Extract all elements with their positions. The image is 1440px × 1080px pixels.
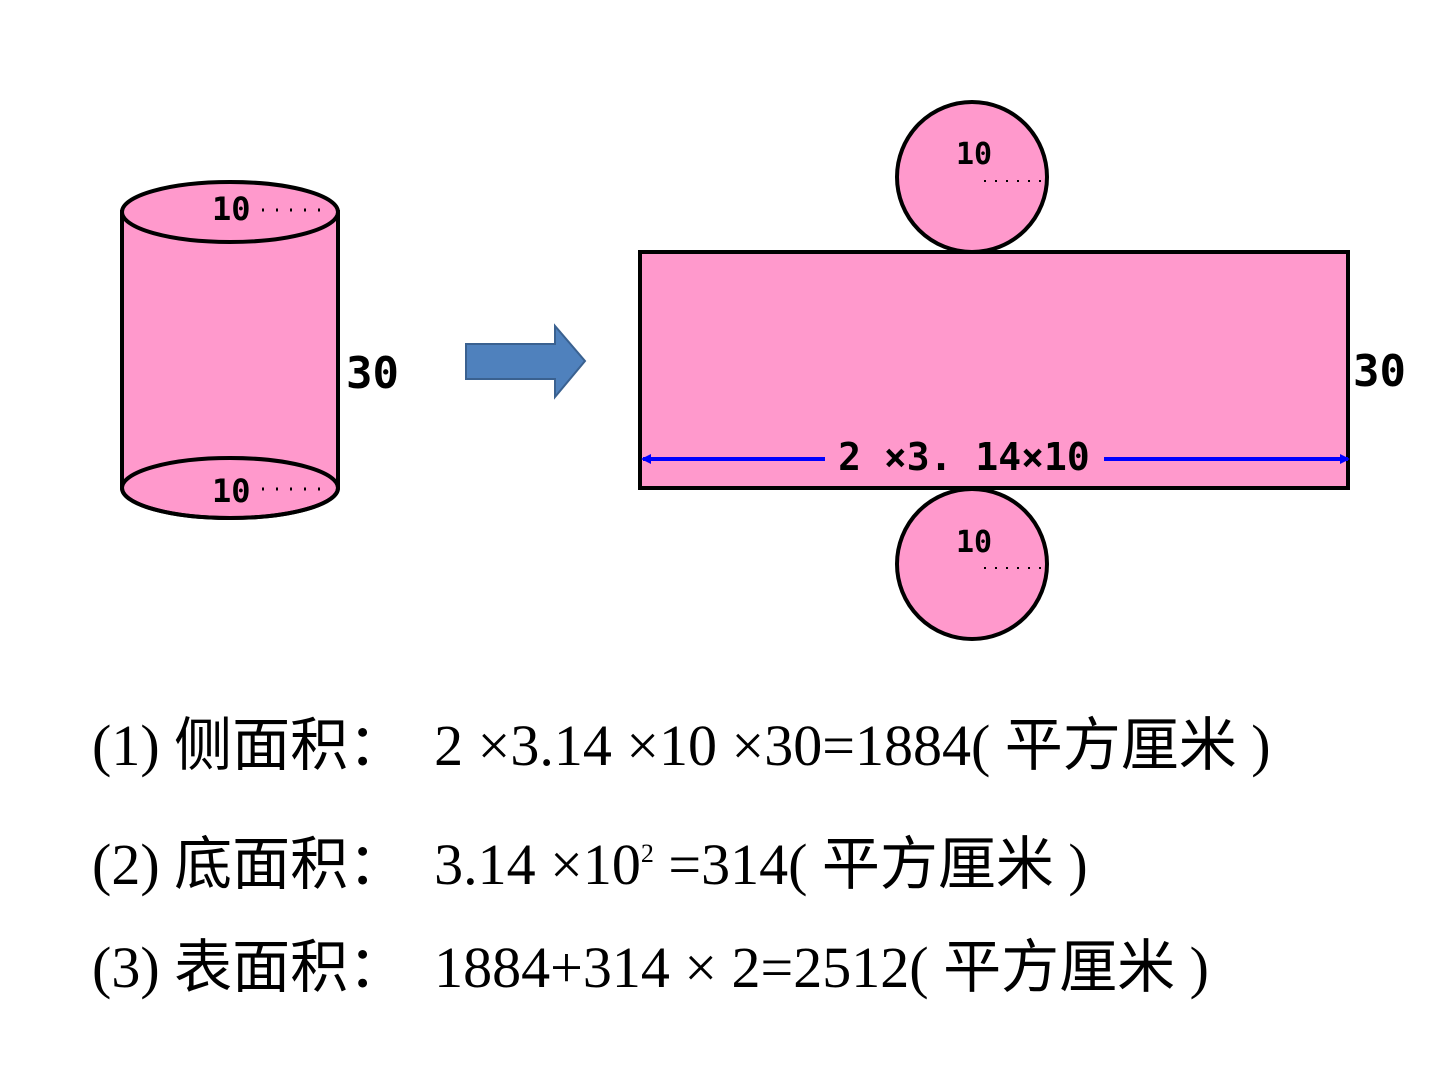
cylinder-height-label: 30 [346,348,399,399]
base-area-formula-exponent: 2 [640,839,654,868]
net-rect-width-label: 2 ×3. 14×10 [838,435,1090,479]
surface-area-formula: 1884+314 × 2=2512( 平方厘米 ) [434,935,1209,1000]
surface-area-label: (3) 表面积： [92,935,407,1000]
cylinder-bottom-back-arc [120,456,340,489]
net-bottom-circle [895,487,1049,641]
lateral-area-line: (1) 侧面积： 2 ×3.14 ×10 ×30=1884( 平方厘米 ) [92,714,1271,778]
cylinder-bottom-radius-label: 10 [212,472,251,510]
base-area-line: (2) 底面积： 3.14 ×102 =314( 平方厘米 ) [92,822,1088,897]
base-area-formula-post: =314( 平方厘米 ) [653,832,1088,897]
net-bottom-circle-radius-label: 10 [956,525,992,560]
net-lateral-rectangle [638,250,1350,490]
cylinder-net: 10 10 30 2 ×3. 14×10 [638,100,1406,641]
unfold-arrow-icon [465,323,587,400]
cylinder-bottom-front-arc [120,487,340,520]
net-top-circle [895,100,1049,254]
cylinder: 10 10 30 [120,180,399,520]
base-area-formula: 3.14 ×102 =314( 平方厘米 ) [434,822,1088,897]
net-rect-height-label: 30 [1353,346,1406,397]
base-area-label: (2) 底面积： [92,832,407,897]
lateral-area-label: (1) 侧面积： [92,713,407,778]
lateral-area-formula: 2 ×3.14 ×10 ×30=1884( 平方厘米 ) [434,713,1271,778]
cylinder-top-radius-label: 10 [212,190,251,228]
cylinder-net-diagram: 10 10 30 10 10 30 2 ×3. 14×10 [120,100,1406,641]
net-top-circle-radius-label: 10 [956,137,992,172]
cylinder-top-ellipse [120,180,340,244]
surface-area-line: (3) 表面积： 1884+314 × 2=2512( 平方厘米 ) [92,936,1232,1000]
base-area-formula-pre: 3.14 ×10 [434,832,641,897]
